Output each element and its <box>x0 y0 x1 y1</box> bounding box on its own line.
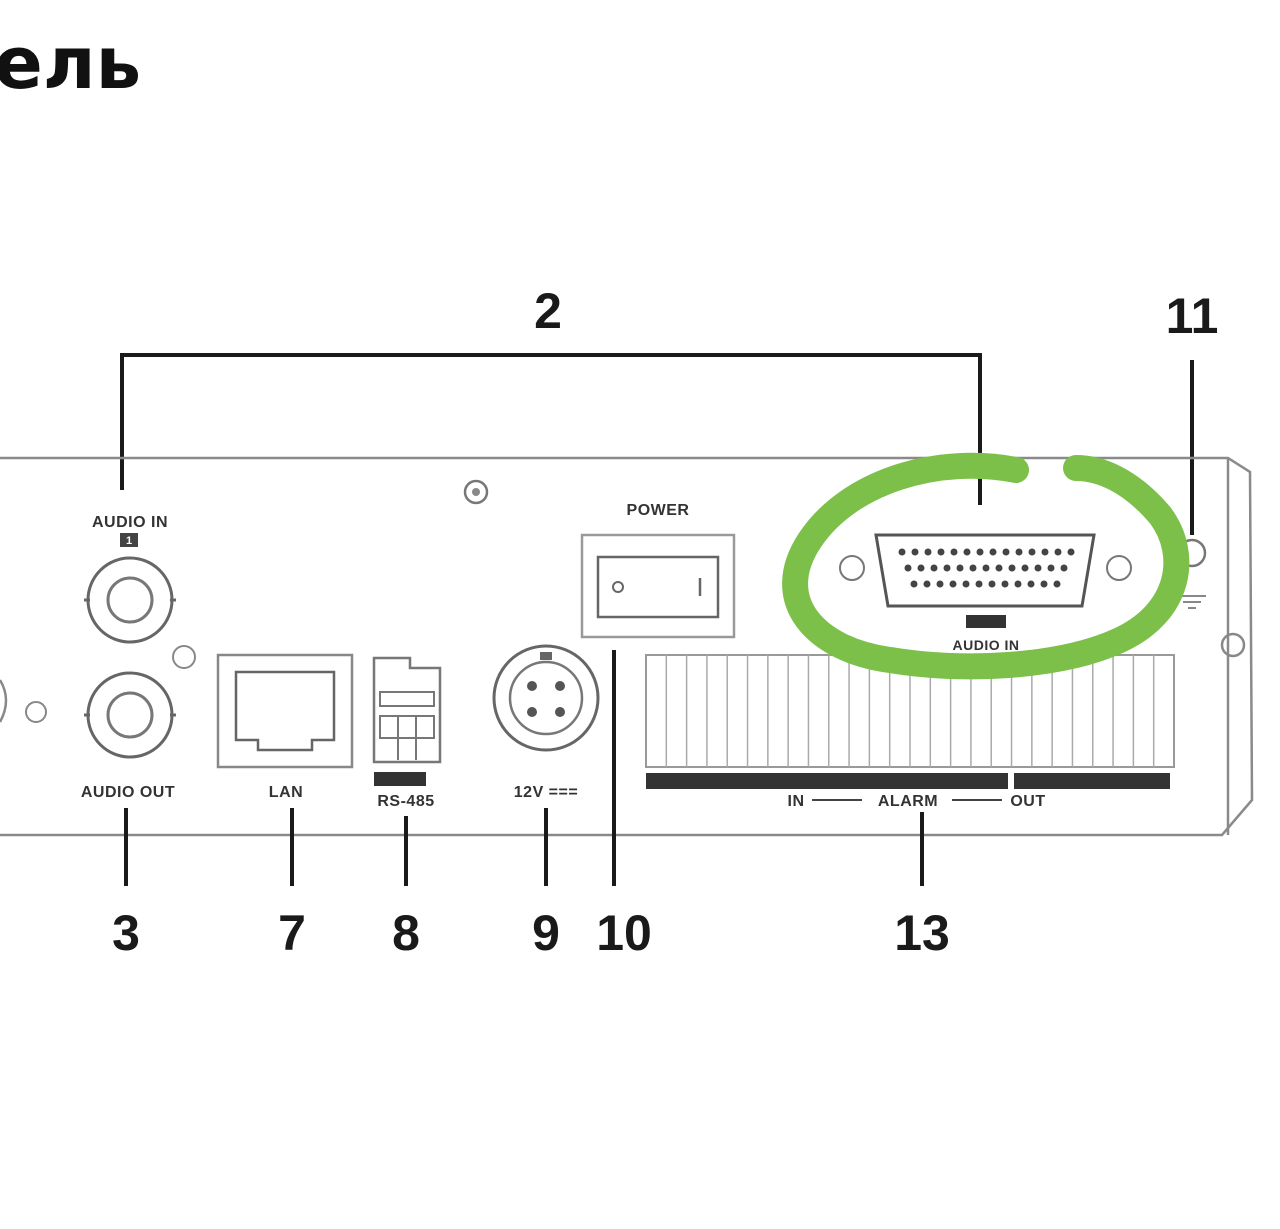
audio-in-number: 1 <box>126 535 132 547</box>
lan-port[interactable] <box>216 653 354 769</box>
callout-2: 2 <box>534 283 562 339</box>
audio-in-db-connector[interactable] <box>839 533 1132 608</box>
power-switch-label: POWER <box>627 502 690 519</box>
callout-2-bracket <box>120 353 982 505</box>
lan-label: LAN <box>269 784 303 801</box>
audio-out-jack[interactable] <box>84 671 176 759</box>
rs485-terminal[interactable] <box>372 656 442 764</box>
alarm-label: ALARM <box>878 793 938 810</box>
callout-13: 13 <box>894 905 950 961</box>
ground-terminal[interactable] <box>1177 538 1207 609</box>
callout-10: 10 <box>596 905 652 961</box>
partial-connector-left <box>0 679 47 723</box>
page-heading: ель <box>0 21 141 105</box>
highlight-circle <box>782 452 1190 680</box>
power-12v-label: 12V === <box>514 784 578 801</box>
audio-out-label: AUDIO OUT <box>81 784 175 801</box>
rs485-marker-box <box>374 772 426 786</box>
power-dc-jack[interactable] <box>492 644 600 752</box>
alarm-pin-markers-out <box>1014 773 1170 789</box>
audio-in-label: AUDIO IN <box>92 514 168 531</box>
callout-8: 8 <box>392 905 420 961</box>
power-switch[interactable] <box>580 533 736 639</box>
screw-audio <box>172 645 196 669</box>
callout-11: 11 <box>1166 288 1219 344</box>
callout-7: 7 <box>278 905 306 961</box>
callout-9: 9 <box>532 905 560 961</box>
callout-3: 3 <box>112 905 140 961</box>
audio-in-number-box <box>120 533 138 547</box>
alarm-pin-markers-in <box>646 773 1008 789</box>
audio-in-db-marker <box>966 615 1006 628</box>
audio-in-jack[interactable] <box>84 556 176 644</box>
db-pins <box>898 548 1075 588</box>
screw-right <box>1220 632 1246 658</box>
rs485-label: RS-485 <box>377 793 434 810</box>
alarm-out-label: OUT <box>1010 793 1045 810</box>
screw-top <box>463 479 489 505</box>
audio-in-db-label: AUDIO IN <box>953 637 1020 653</box>
device-panel <box>0 456 1254 837</box>
alarm-in-label: IN <box>788 793 805 810</box>
